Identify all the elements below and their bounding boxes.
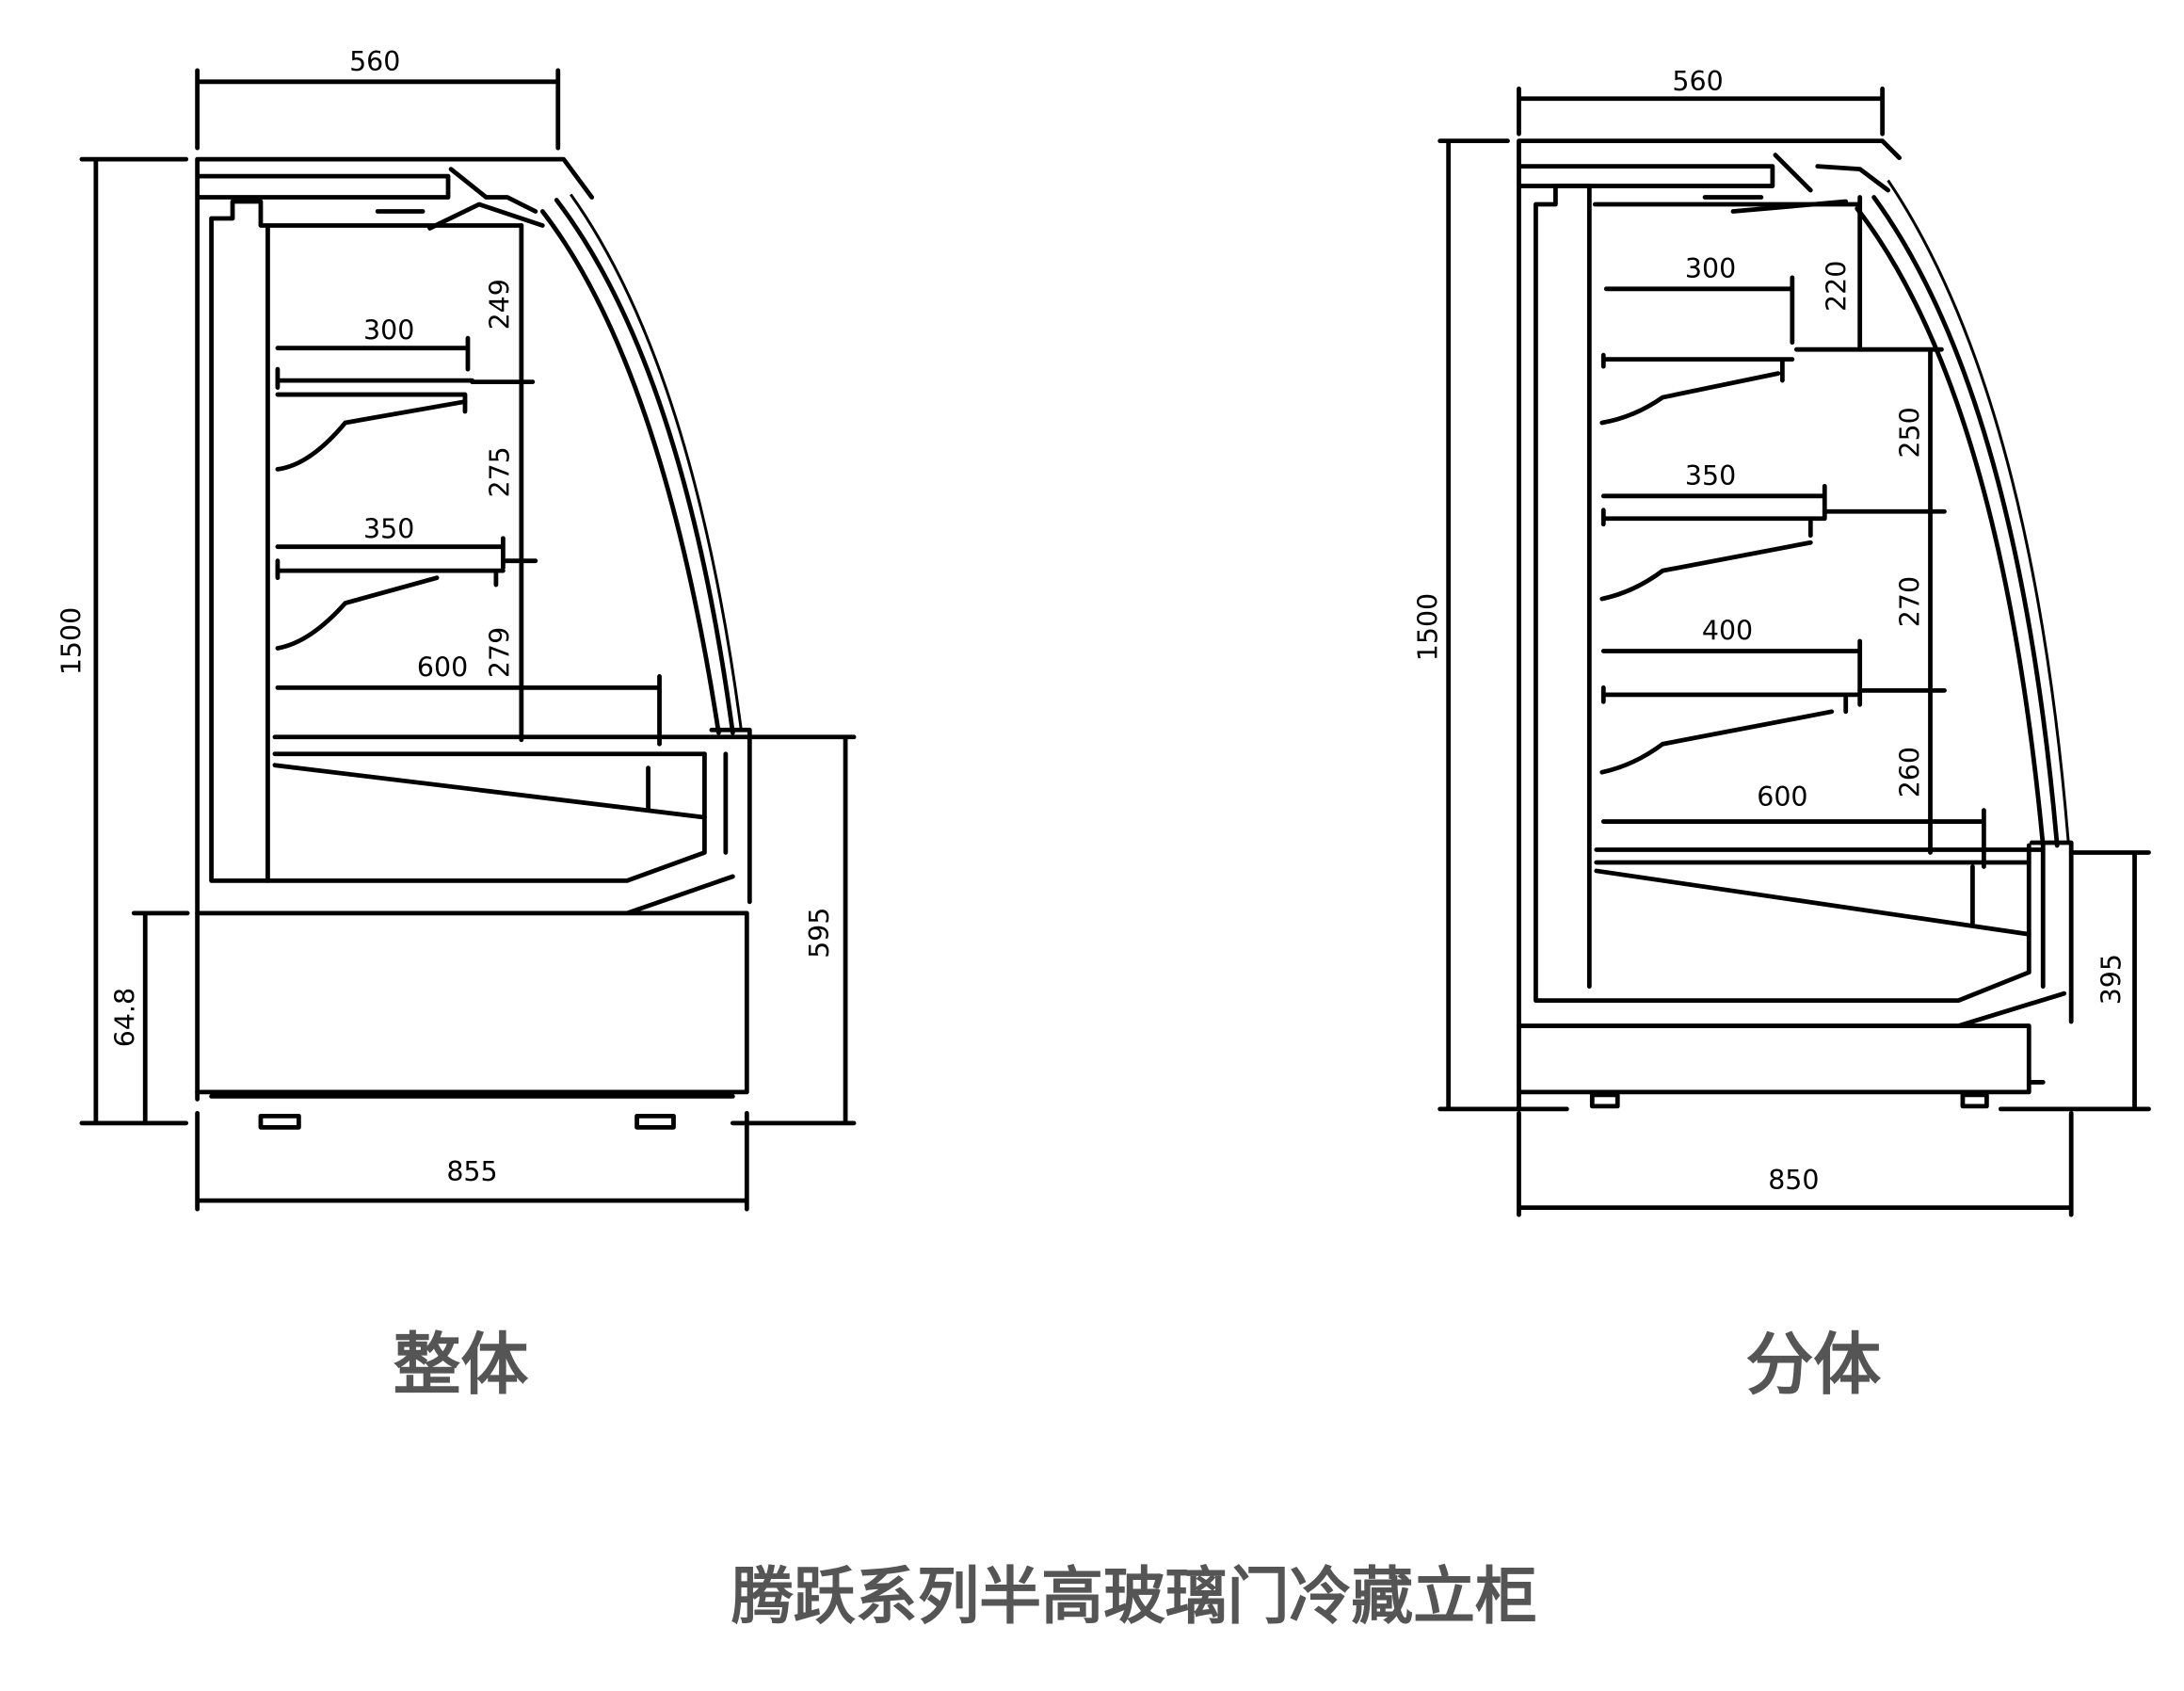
left-dimension-lines bbox=[79, 68, 857, 1212]
right-shelf-depth-3: 400 bbox=[1702, 615, 1753, 646]
left-shelf-gap-3: 279 bbox=[484, 627, 515, 678]
left-unit-caption: 整体 bbox=[393, 1325, 529, 1404]
right-base-height-label: 395 bbox=[2096, 954, 2128, 1005]
left-cabinet-body bbox=[195, 156, 752, 1130]
right-height-label: 1500 bbox=[1413, 593, 1444, 661]
right-unit-caption: 分体 bbox=[1745, 1325, 1881, 1404]
right-cabinet-body bbox=[1517, 138, 2074, 1112]
right-shelf-depth-4: 600 bbox=[1757, 781, 1807, 813]
left-shelf-gap-1: 249 bbox=[484, 279, 515, 330]
left-shelf-gap-2: 275 bbox=[484, 446, 515, 497]
product-title: 腾跃系列半高玻璃门冷藏立柜 bbox=[731, 1560, 1537, 1633]
right-shelf-gap-3: 270 bbox=[1895, 576, 1926, 627]
left-width-label: 855 bbox=[446, 1156, 497, 1187]
left-shelf-depth-2: 350 bbox=[363, 514, 414, 545]
left-top-depth-label: 560 bbox=[349, 46, 400, 77]
right-top-depth-label: 560 bbox=[1672, 66, 1723, 97]
left-base-height-label: 595 bbox=[804, 908, 835, 958]
right-shelf-gap-1: 220 bbox=[1822, 261, 1853, 312]
right-dimension-lines bbox=[1437, 86, 2151, 1217]
right-width-label: 850 bbox=[1768, 1165, 1819, 1196]
right-shelf-gap-4: 260 bbox=[1895, 747, 1926, 797]
right-shelf-gap-2: 250 bbox=[1895, 407, 1926, 458]
left-foot-height-label: 64.8 bbox=[109, 988, 140, 1047]
right-shelf-depth-1: 300 bbox=[1685, 253, 1736, 284]
left-height-label: 1500 bbox=[56, 607, 87, 675]
left-shelf-depth-1: 300 bbox=[363, 315, 414, 346]
right-unit-drawing: 560 1500 395 850 220 250 270 260 300 350… bbox=[1413, 66, 2151, 1217]
left-unit-drawing: 560 1500 64.8 595 855 249 275 279 300 35… bbox=[56, 46, 857, 1212]
left-shelf-depth-3: 600 bbox=[417, 652, 468, 683]
right-shelf-depth-2: 350 bbox=[1685, 460, 1736, 491]
